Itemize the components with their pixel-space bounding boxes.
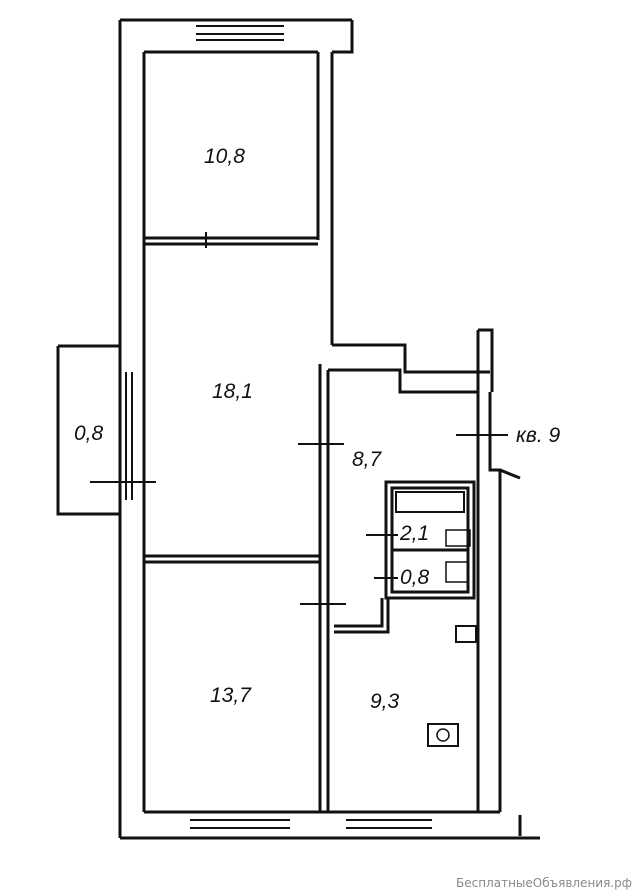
window-bottom-right <box>346 819 432 829</box>
wash-basin <box>445 529 471 547</box>
watermark: БесплатныеОбъявления.рф <box>456 876 632 890</box>
bathtub <box>395 491 465 513</box>
window-bottom-left <box>190 819 290 829</box>
apartment-number: кв. 9 <box>516 424 561 447</box>
toilet-area: 0,8 <box>400 566 430 589</box>
balcony-area: 0,8 <box>74 422 104 445</box>
balcony <box>56 344 120 516</box>
room-bottom-area: 13,7 <box>210 684 251 707</box>
room-top-area: 10,8 <box>204 145 245 168</box>
bathroom-area: 2,1 <box>400 522 430 545</box>
toilet-fixture <box>445 561 469 583</box>
kitchen-notch <box>334 598 384 628</box>
hallway-top-wall-inner <box>328 368 478 394</box>
outer-wall-top-right-stub <box>332 20 354 54</box>
balcony-door <box>125 372 133 500</box>
right-wall-top-flag <box>499 468 521 480</box>
bath-block-inner <box>390 486 470 594</box>
stove-burner <box>436 728 450 742</box>
kitchen-area: 9,3 <box>370 690 400 713</box>
kitchen-notch-2 <box>334 598 390 634</box>
room-middle-area: 18,1 <box>212 380 253 403</box>
sink-fixture <box>455 625 477 643</box>
hallway-area: 8,7 <box>352 448 382 471</box>
hallway-top-wall <box>332 343 490 374</box>
window-top <box>196 25 284 41</box>
bath-block <box>384 480 476 600</box>
stove-fixture <box>427 723 459 747</box>
stair-stub <box>478 328 494 392</box>
right-wall-outer <box>488 392 502 812</box>
